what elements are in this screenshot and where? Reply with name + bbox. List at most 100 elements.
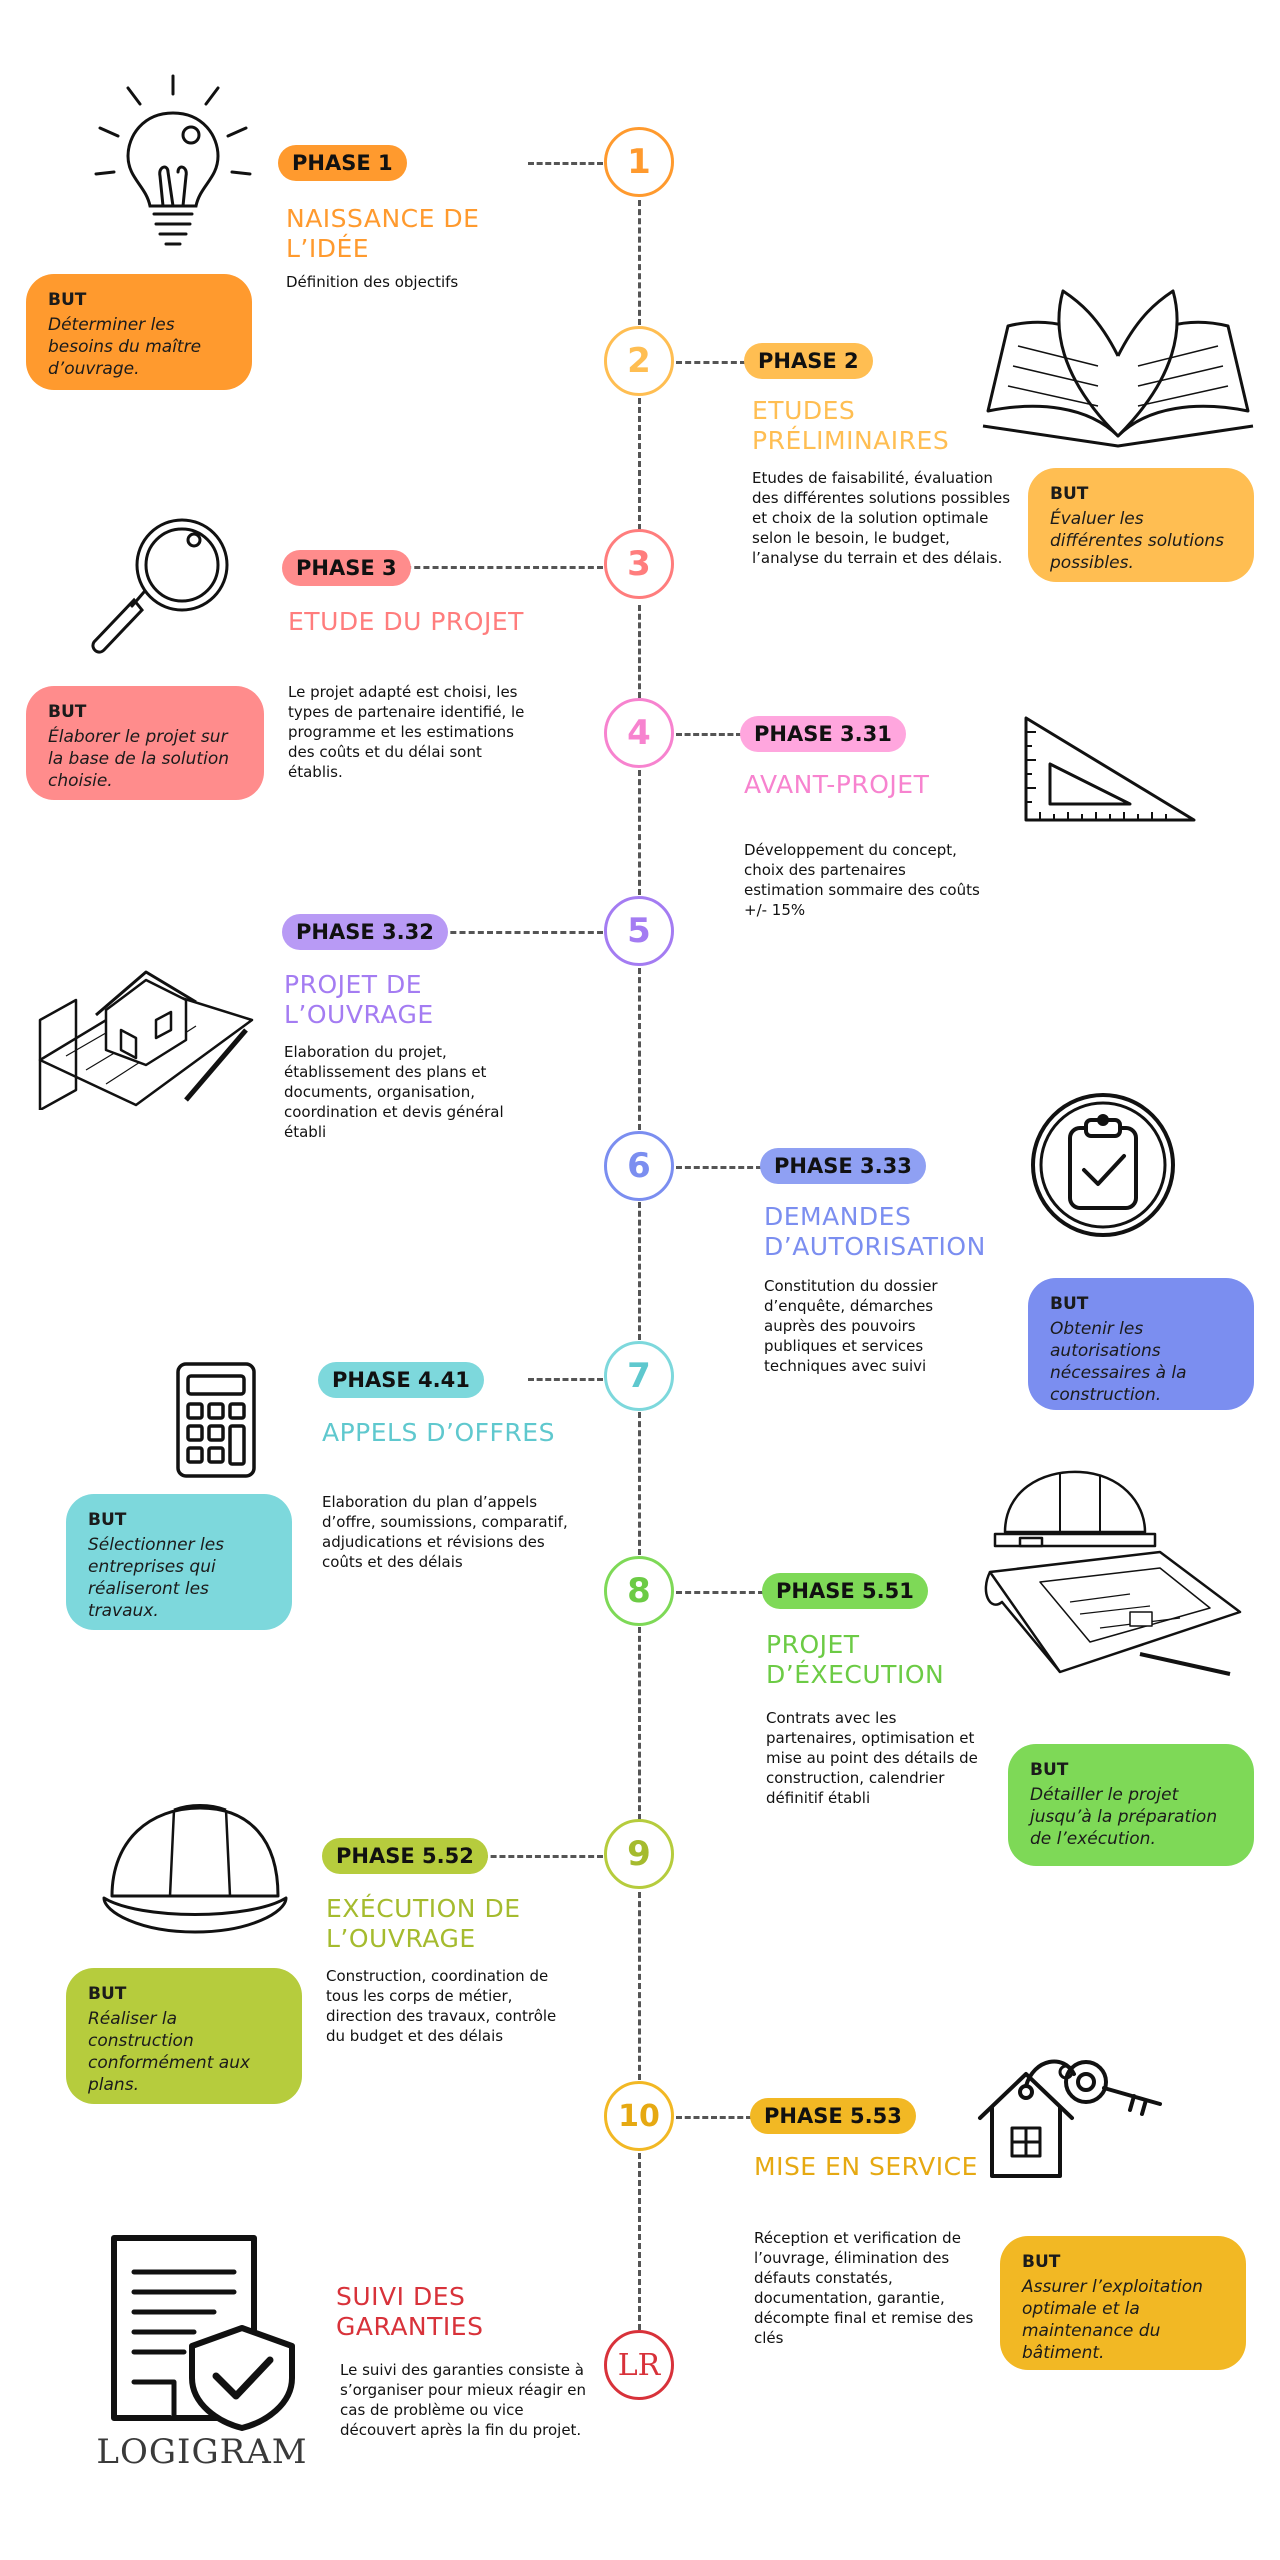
set-square-icon (1020, 712, 1200, 827)
lightbulb-icon (88, 68, 258, 258)
step-circle-1: 1 (604, 127, 674, 197)
goal-text: Évaluer les différentes solutions possib… (1050, 509, 1225, 573)
connector-line (528, 1378, 603, 1381)
goal-label: BUT (1050, 1294, 1089, 1314)
timeline-spine (638, 968, 641, 1130)
goal-box-3: BUT Élaborer le projet sur la base de la… (26, 686, 264, 800)
step-circle-9: 9 (604, 1819, 674, 1889)
phase-label-5: PHASE 3.32 (282, 914, 448, 950)
step-circle-6: 6 (604, 1131, 674, 1201)
phase-title-3: ETUDE DU PROJET (288, 607, 524, 636)
goal-text: Assurer l’exploitation optimale et la ma… (1022, 2277, 1203, 2363)
goal-text: Déterminer les besoins du maître d’ouvra… (48, 315, 202, 379)
phase-title-1: NAISSANCE DE L’IDÉE (286, 204, 480, 263)
connector-line (396, 566, 603, 569)
phase-description-7: Elaboration du plan d’appels d’offre, so… (322, 1493, 568, 1571)
phase-title-5: PROJET DE L’OUVRAGE (284, 970, 434, 1029)
step-circle-10: 10 (604, 2081, 674, 2151)
logo-badge-circle: LR (604, 2330, 674, 2400)
timeline-spine (638, 1892, 641, 2080)
connector-line (528, 162, 603, 165)
goal-box-10: BUT Assurer l’exploitation optimale et l… (1000, 2236, 1246, 2370)
phase-description-5: Elaboration du projet, établissement des… (284, 1043, 504, 1141)
connector-line (676, 361, 746, 364)
step-circle-4: 4 (604, 698, 674, 768)
phase-description-10: Réception et verification de l’ouvrage, … (754, 2229, 974, 2347)
goal-label: BUT (48, 702, 87, 722)
phase-description-9: Construction, coordination de tous les c… (326, 1967, 557, 2045)
step-circle-3: 3 (604, 529, 674, 599)
step-circle-7: 7 (604, 1341, 674, 1411)
goal-box-9: BUT Réaliser la construction conformémen… (66, 1968, 302, 2104)
phase-title-10: MISE EN SERVICE (754, 2152, 978, 2181)
goal-label: BUT (1050, 484, 1089, 504)
timeline-spine (638, 200, 641, 325)
phase-description-3: Le projet adapté est choisi, les types d… (288, 683, 525, 781)
timeline-spine (638, 398, 641, 530)
goal-label: BUT (1030, 1760, 1069, 1780)
phase-description-6: Constitution du dossier d’enquête, démar… (764, 1277, 938, 1375)
goal-box-1: BUT Déterminer les besoins du maître d’o… (26, 274, 252, 390)
timeline-spine (638, 605, 641, 698)
logigram-logo: LOGIGRAM (96, 2432, 308, 2472)
phase-label-1: PHASE 1 (278, 145, 407, 181)
helmet-blueprint-icon (980, 1462, 1250, 1702)
connector-line (676, 2116, 752, 2119)
goal-box-2: BUT Évaluer les différentes solutions po… (1028, 468, 1254, 582)
goal-label: BUT (88, 1984, 127, 2004)
goal-label: BUT (48, 290, 87, 310)
goal-text: Élaborer le projet sur la base de la sol… (48, 727, 229, 791)
phase-title-6: DEMANDES D’AUTORISATION (764, 1202, 986, 1261)
connector-line (432, 931, 603, 934)
connector-line (676, 733, 742, 736)
phase-title-7: APPELS D’OFFRES (322, 1418, 555, 1447)
phase-label-4: PHASE 3.31 (740, 716, 906, 752)
final-title: SUIVI DES GARANTIES (336, 2282, 484, 2341)
goal-label: BUT (1022, 2252, 1061, 2272)
timeline-spine (638, 1202, 641, 1340)
phase-title-9: EXÉCUTION DE L’OUVRAGE (326, 1894, 521, 1953)
goal-box-8: BUT Détailler le projet jusqu’à la prépa… (1008, 1744, 1254, 1866)
warranty-shield-icon (104, 2232, 304, 2432)
goal-text: Sélectionner les entreprises qui réalise… (88, 1535, 225, 1621)
timeline-spine (638, 1412, 641, 1555)
phase-label-6: PHASE 3.33 (760, 1148, 926, 1184)
phase-title-2: ETUDES PRÉLIMINAIRES (752, 396, 950, 455)
phase-title-8: PROJET D’ÉXECUTION (766, 1630, 945, 1689)
phase-label-2: PHASE 2 (744, 343, 873, 379)
final-description: Le suivi des garanties consiste à s’orga… (340, 2361, 586, 2439)
connector-line (464, 1855, 603, 1858)
goal-text: Détailler le projet jusqu’à la préparati… (1030, 1785, 1218, 1849)
goal-label: BUT (88, 1510, 127, 1530)
timeline-spine (638, 1627, 641, 1820)
goal-text: Réaliser la construction conformément au… (88, 2009, 251, 2095)
magnifier-icon (82, 510, 242, 660)
phase-description-8: Contrats avec les partenaires, optimisat… (766, 1709, 978, 1807)
phase-label-3: PHASE 3 (282, 550, 411, 586)
phase-description-2: Etudes de faisabilité, évaluation des di… (752, 469, 1011, 567)
phase-label-9: PHASE 5.52 (322, 1838, 488, 1874)
step-circle-2: 2 (604, 326, 674, 396)
phase-description-4: Développement du concept, choix des part… (744, 841, 980, 919)
goal-box-6: BUT Obtenir les autorisations nécessaire… (1028, 1278, 1254, 1410)
phase-label-10: PHASE 5.53 (750, 2098, 916, 2134)
clipboard-check-icon (1028, 1090, 1178, 1240)
phase-description-1: Définition des objectifs (286, 273, 459, 291)
phase-label-8: PHASE 5.51 (762, 1573, 928, 1609)
phase-title-4: AVANT-PROJET (744, 770, 930, 799)
connector-line (676, 1166, 762, 1169)
timeline-spine (638, 770, 641, 895)
connector-line (676, 1591, 764, 1594)
goal-text: Obtenir les autorisations nécessaires à … (1050, 1319, 1187, 1405)
hard-hat-icon (100, 1800, 290, 1940)
open-book-icon (978, 286, 1258, 456)
house-plans-icon (36, 960, 256, 1110)
step-circle-8: 8 (604, 1556, 674, 1626)
house-keys-icon (974, 2048, 1164, 2188)
phase-label-7: PHASE 4.41 (318, 1362, 484, 1398)
timeline-spine (638, 2153, 641, 2330)
goal-box-7: BUT Sélectionner les entreprises qui réa… (66, 1494, 292, 1630)
step-circle-5: 5 (604, 896, 674, 966)
calculator-icon (174, 1360, 258, 1480)
